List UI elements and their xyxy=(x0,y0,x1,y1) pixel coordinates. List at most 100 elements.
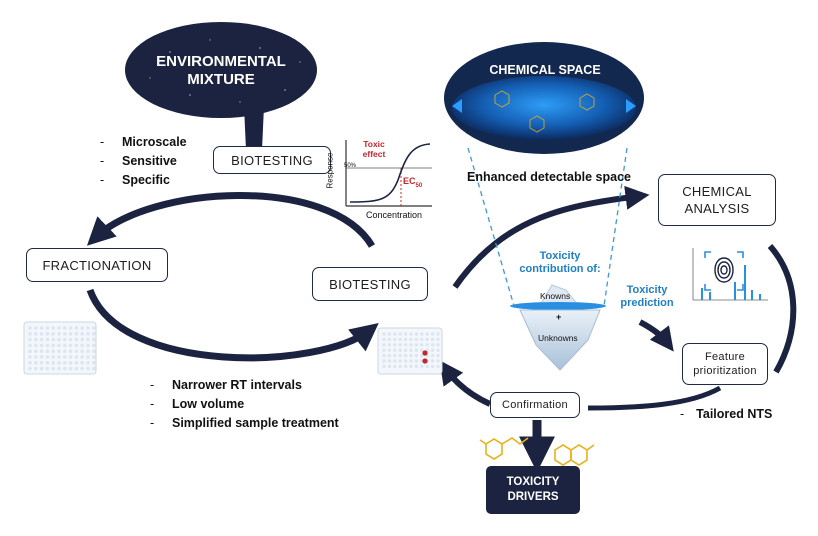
loop-arrow-top-left xyxy=(86,192,376,248)
well xyxy=(387,348,392,352)
well xyxy=(420,353,424,358)
well xyxy=(403,359,408,363)
well xyxy=(34,349,38,354)
feature-prioritization-box[interactable]: Feature prioritization xyxy=(682,343,768,385)
well xyxy=(430,353,435,358)
list-item: -Microscale xyxy=(100,135,187,149)
well xyxy=(68,337,73,342)
mixture-stem xyxy=(244,106,264,150)
mixture-stars xyxy=(149,39,301,103)
well xyxy=(74,332,79,336)
well xyxy=(382,359,386,363)
well xyxy=(63,361,67,365)
well xyxy=(57,326,61,330)
list-item: -Simplified sample treatment xyxy=(150,416,339,430)
well xyxy=(28,349,32,354)
well xyxy=(74,366,79,371)
well xyxy=(393,332,397,336)
well xyxy=(57,366,61,371)
water-surface xyxy=(510,302,606,310)
well xyxy=(74,326,79,330)
toxicity-drivers-box[interactable]: TOXICITY DRIVERS xyxy=(486,466,580,514)
well xyxy=(409,343,413,347)
well xyxy=(409,364,413,369)
well xyxy=(74,355,79,359)
well xyxy=(430,364,435,369)
well xyxy=(80,361,84,365)
well xyxy=(68,355,73,359)
well xyxy=(387,337,392,342)
well xyxy=(39,343,44,348)
fingerprint-chart xyxy=(692,248,768,301)
list-item: -Specific xyxy=(100,173,170,187)
biotesting-mid-box[interactable]: BIOTESTING xyxy=(312,267,428,301)
well xyxy=(414,353,419,358)
fractionation-box[interactable]: FRACTIONATION xyxy=(26,248,168,282)
well xyxy=(63,349,67,354)
well xyxy=(382,348,386,352)
well xyxy=(420,364,424,369)
well xyxy=(425,364,429,369)
well xyxy=(398,359,402,363)
well xyxy=(57,361,61,365)
well xyxy=(414,337,419,342)
well xyxy=(393,359,397,363)
well xyxy=(430,337,435,342)
confirmation-box[interactable]: Confirmation xyxy=(490,392,580,418)
well xyxy=(430,332,435,336)
well xyxy=(387,364,392,369)
chemical-analysis-box[interactable]: CHEMICAL ANALYSIS xyxy=(658,174,776,226)
well xyxy=(34,361,38,365)
well xyxy=(86,337,90,342)
well xyxy=(34,366,38,371)
biotesting-top-box[interactable]: BIOTESTING xyxy=(213,146,331,174)
well xyxy=(63,366,67,371)
arrow-biotesting-to-chemical xyxy=(452,185,650,289)
well xyxy=(45,366,50,371)
well xyxy=(393,343,397,347)
well xyxy=(74,349,79,354)
well xyxy=(420,337,424,342)
ec50-label: EC50 xyxy=(403,176,423,189)
well xyxy=(425,343,429,347)
arrow-confirmation-to-plate xyxy=(439,360,492,407)
well xyxy=(28,343,32,348)
well xyxy=(398,332,402,336)
well xyxy=(45,326,50,330)
chemical-space-title: CHEMICAL SPACE xyxy=(489,63,601,77)
well xyxy=(45,361,50,365)
tailored-nts-label: -Tailored NTS xyxy=(680,407,773,421)
well xyxy=(382,364,386,369)
well xyxy=(92,349,96,354)
arrow-chemical-to-feature xyxy=(767,244,797,374)
well xyxy=(39,349,44,354)
well xyxy=(68,349,73,354)
dose-response-chart xyxy=(345,140,432,207)
well xyxy=(420,348,424,352)
well xyxy=(414,359,419,363)
well xyxy=(86,366,90,371)
well xyxy=(51,343,55,348)
well xyxy=(34,355,38,359)
iceberg-bottom xyxy=(519,309,601,371)
well xyxy=(63,332,67,336)
well xyxy=(57,349,61,354)
well xyxy=(28,332,32,336)
well xyxy=(51,349,55,354)
well xyxy=(398,337,402,342)
well xyxy=(436,359,440,363)
well xyxy=(39,366,44,371)
well xyxy=(68,366,73,371)
well xyxy=(39,361,44,365)
well xyxy=(45,337,50,342)
well xyxy=(80,337,84,342)
well xyxy=(414,343,419,347)
well xyxy=(86,355,90,359)
well xyxy=(393,353,397,358)
space-arrow-right-icon xyxy=(626,99,636,113)
well xyxy=(74,361,79,365)
